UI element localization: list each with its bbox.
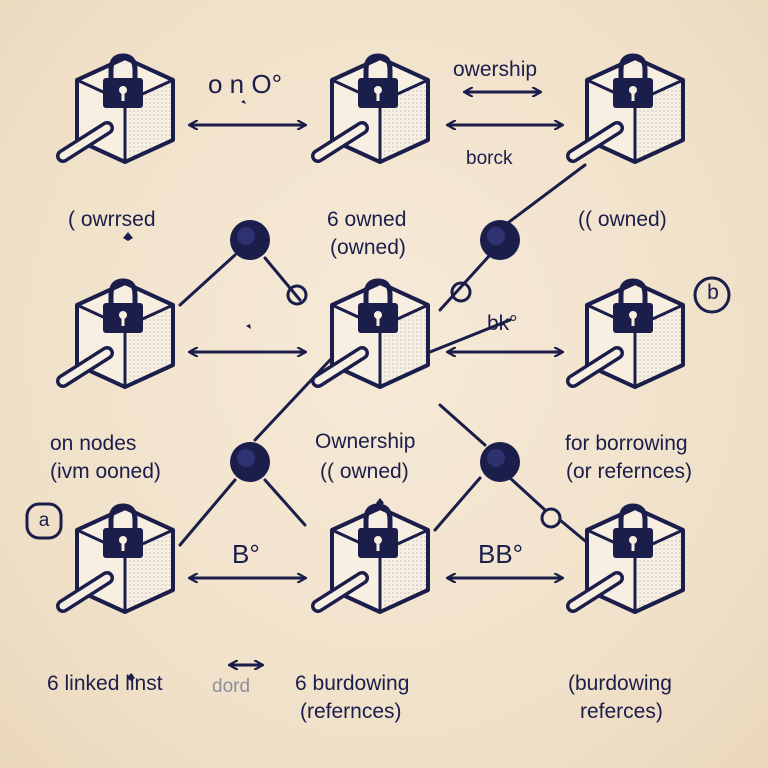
decorative-marks [123,100,384,681]
label-for-borrowing: for borrowing [565,432,688,455]
label-squared-a: a [38,510,50,531]
label-owned-b: (owned) [330,236,406,259]
label-circled-b: b [707,281,719,304]
label-referces-right: referces) [580,700,663,723]
label-ivm-ooned: (ivm ooned) [50,460,161,483]
padlock-box-icon [573,56,683,162]
label-refernces-mid: (refernces) [300,700,402,723]
ring-node-icon [480,220,520,260]
padlock-box-icon [63,506,173,612]
ring-node-icon [230,220,270,260]
padlock-box-icon [573,506,683,612]
label-owned-mid: (( owned) [320,460,409,483]
label-dord-faint: dord [212,676,251,697]
label-ownership-top: owership [453,58,538,81]
circle-frame [693,276,731,314]
label-on-nodes: on nodes [50,432,137,455]
label-owrrsed: ( owrrsed [68,208,156,231]
ring-node-icon [230,442,270,482]
padlock-box-icon [318,281,428,387]
label-bk: bk° [487,312,518,335]
label-ownership-mid: Ownership [315,430,416,453]
label-borck: borck [466,148,513,169]
label-owned-right: (( owned) [578,208,667,231]
label-burdowing-right: (burdowing [568,672,672,695]
label-linked-list: 6 linked linst [47,672,163,695]
padlock-box-icon [573,281,683,387]
label-bb-arrow: BB° [478,539,524,569]
label-owned-a: 6 owned [327,208,407,231]
label-or-refernces: (or refernces) [566,460,693,483]
small-ring-icon [286,281,562,529]
padlock-box-icon [63,281,173,387]
padlock-box-icon [63,56,173,162]
padlock-box-icon [318,56,428,162]
ring-node-icon [480,442,520,482]
label-burdowing-mid: 6 burdowing [295,672,410,695]
label-b-arrow: B° [232,539,260,569]
label-top-mid: o n O° [208,69,282,99]
padlock-box-icon [318,506,428,612]
square-frame [25,502,63,540]
